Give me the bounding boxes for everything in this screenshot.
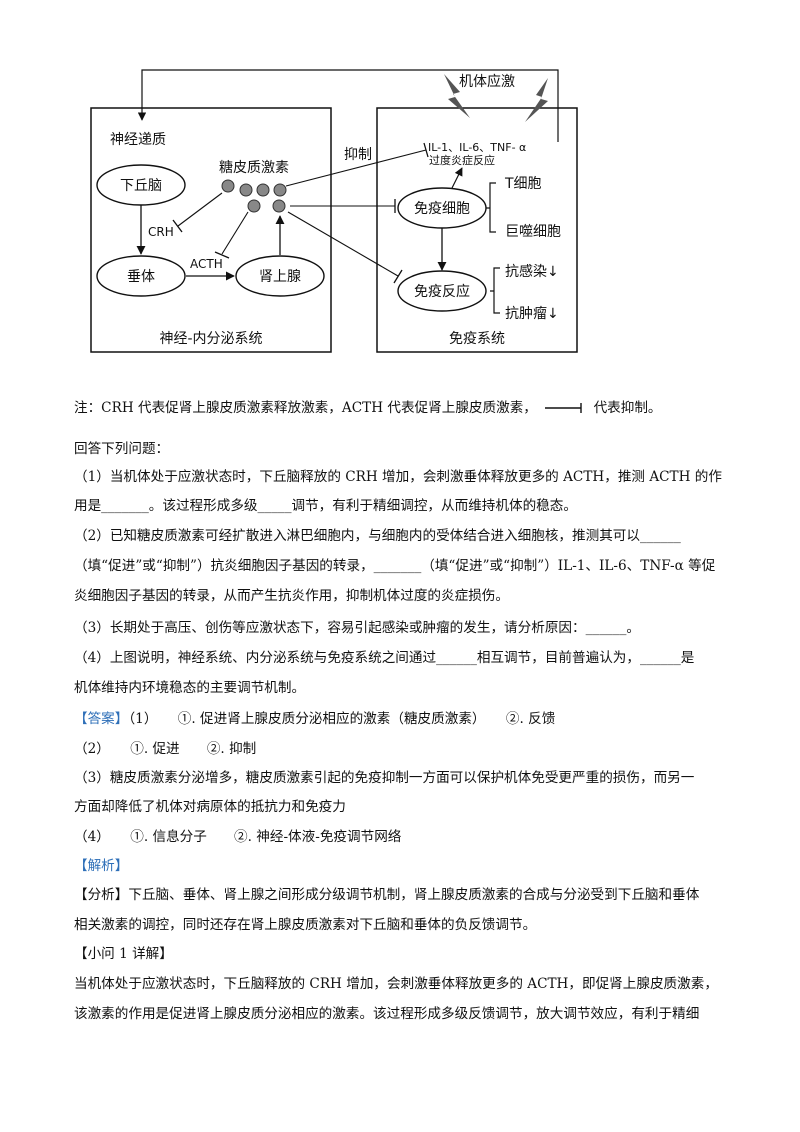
- inhibit-crh-bar: [172, 219, 183, 233]
- question-4-line-b: 机体维持内环境稳态的主要调节机制。: [74, 680, 306, 696]
- question-2-line-a: （2）已知糖皮质激素可经扩散进入淋巴细胞内，与细胞内的受体结合进入细胞核，推测其…: [74, 528, 681, 544]
- inhibit-immune-response-bar: [393, 269, 403, 284]
- neurotransmitter-label: 神经递质: [110, 132, 166, 148]
- answer-3-line-a: （3）糖皮质激素分泌增多，糖皮质激素引起的免疫抑制一方面可以保护机体免受更严重的…: [74, 770, 695, 786]
- acth-label: ACTH: [190, 257, 223, 271]
- lightning-left-icon: [444, 74, 470, 118]
- inhibit-crh-line: [177, 192, 223, 227]
- detail-line-a: 当机体处于应激状态时，下丘脑释放的 CRH 增加，会刺激垂体释放更多的 ACTH…: [74, 976, 718, 992]
- anti-tumor-label: 抗肿瘤↓: [505, 305, 559, 322]
- detail-line-b: 该激素的作用是促进肾上腺皮质分泌相应的激素。该过程形成多级反馈调节，放大调节效应…: [74, 1006, 700, 1022]
- question-2-line-b: （填“促进”或“抑制”）抗炎细胞因子基因的转录，_______（填“促进”或“抑…: [74, 558, 716, 574]
- intro-line: 回答下列问题：: [74, 441, 170, 457]
- inflammation-label: 过度炎症反应: [429, 153, 495, 167]
- cytokines-label: IL-1、IL-6、TNF- α: [428, 141, 526, 154]
- immune-response-node: [397, 270, 487, 312]
- immune-cells-label: 免疫细胞: [414, 201, 470, 217]
- question-1-line-b: 用是_______。该过程形成多级_____调节，有利于精细调控，从而维持机体的…: [74, 498, 577, 514]
- stress-label: 机体应激: [459, 73, 515, 90]
- regulation-diagram: 机体应激 神经递质 糖皮质激素 下丘脑 垂体 肾上腺 CRH ACTH 神经-内…: [90, 69, 578, 353]
- inhibit-label: 抑制: [344, 147, 372, 163]
- note-text-b: 代表抑制。: [593, 400, 662, 416]
- inhibit-symbol-icon: [545, 402, 582, 413]
- analysis-tag: 【解析】: [74, 858, 129, 874]
- inhibit-acth-bar: [214, 251, 230, 259]
- answer-4-line: （4） ①. 信息分子 ②. 神经-体液-免疫调节网络: [74, 829, 402, 845]
- question-4-line-a: （4）上图说明，神经系统、内分泌系统与免疫系统之间通过______相互调节，目前…: [74, 650, 695, 666]
- immune-system-box: [376, 107, 578, 353]
- inhibit-acth-line: [221, 211, 249, 255]
- hypothalamus-label: 下丘脑: [120, 178, 162, 194]
- analysis-line-b: 相关激素的调控，同时还存在肾上腺皮质激素对下丘脑和垂体的负反馈调节。: [74, 917, 537, 933]
- lightning-right-icon: [525, 78, 548, 122]
- analysis-line-a: 【分析】下丘脑、垂体、肾上腺之间形成分级调节机制，肾上腺皮质激素的合成与分泌受到…: [74, 887, 700, 903]
- question-1-line-a: （1）当机体处于应激状态时，下丘脑释放的 CRH 增加，会刺激垂体释放更多的 A…: [74, 469, 722, 485]
- macrophage-label: 巨噬细胞: [505, 224, 561, 240]
- glucocorticoid-dots: [221, 179, 287, 213]
- note-line: 注：CRH 代表促肾上腺皮质激素释放激素，ACTH 代表促肾上腺皮质激素， 代表…: [74, 398, 662, 418]
- immune-system-caption: 免疫系统: [449, 331, 505, 347]
- adrenal-label: 肾上腺: [259, 269, 301, 285]
- inhibit-cytokine-line: [285, 149, 427, 187]
- answer-2-line: （2） ①. 促进 ②. 抑制: [74, 741, 257, 757]
- pituitary-label: 垂体: [127, 269, 155, 285]
- question-3-line: （3）长期处于高压、创伤等应激状态下，容易引起感染或肿瘤的发生，请分析原因：__…: [74, 620, 640, 636]
- pituitary-node: [96, 255, 186, 297]
- answer-tag: 【答案】: [74, 711, 129, 727]
- cytokine-feedback-arrow: [137, 69, 559, 142]
- crh-label: CRH: [148, 225, 174, 239]
- anti-infection-label: 抗感染↓: [505, 263, 559, 280]
- sub-question-1-tag: 【小问 1 详解】: [74, 946, 173, 962]
- neuro-endocrine-box: [90, 107, 332, 353]
- note-text-a: 注：CRH 代表促肾上腺皮质激素释放激素，ACTH 代表促肾上腺皮质激素，: [74, 400, 537, 416]
- immune-to-inflammation-arrow: [451, 167, 463, 189]
- answer-1-line: 【答案】（1） ①. 促进肾上腺皮质分泌相应的激素（糖皮质激素） ②. 反馈: [74, 709, 555, 729]
- question-2-line-c: 炎细胞因子基因的转录，从而产生抗炎作用，抑制机体过度的炎症损伤。: [74, 588, 509, 604]
- inhibit-immune-response-line: [287, 211, 399, 277]
- t-cell-label: T细胞: [504, 176, 542, 192]
- immune-response-label: 免疫反应: [414, 283, 470, 300]
- inhibit-cytokine-bar: [423, 142, 429, 158]
- response-outcome-brace: [490, 267, 500, 314]
- neuro-endocrine-caption: 神经-内分泌系统: [159, 331, 262, 347]
- glucocorticoid-label: 糖皮质激素: [219, 159, 289, 176]
- answer-1-text: （1） ①. 促进肾上腺皮质分泌相应的激素（糖皮质激素） ②. 反馈: [128, 711, 556, 727]
- adrenal-node: [235, 255, 325, 297]
- answer-3-line-b: 方面却降低了机体对病原体的抵抗力和免疫力: [74, 799, 346, 815]
- immune-cell-types-brace: [486, 182, 496, 233]
